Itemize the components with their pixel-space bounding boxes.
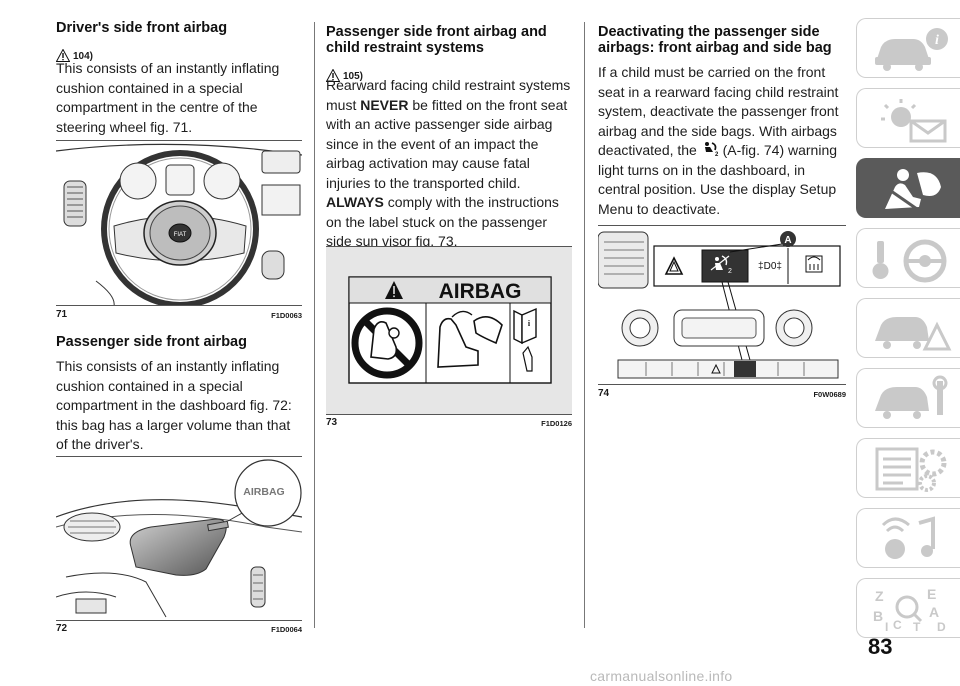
- multimedia-icon: [881, 516, 935, 559]
- para-passenger-airbag: This consists of an instantly inflating …: [56, 358, 292, 452]
- page-number: 83: [868, 634, 893, 659]
- warning-ref-104: 104): [56, 42, 93, 62]
- car-wrench-icon: [875, 375, 948, 419]
- figure-number: 71: [56, 309, 68, 320]
- svg-text:B: B: [873, 608, 883, 624]
- airbag-label: AIRBAG: [243, 486, 284, 498]
- tab-multimedia[interactable]: [856, 508, 960, 568]
- tab-lights-messages[interactable]: [856, 88, 960, 148]
- footer-watermark[interactable]: carmanualsonline.info: [590, 668, 733, 684]
- tab-technical-data[interactable]: [856, 438, 960, 498]
- svg-text:T: T: [913, 620, 921, 633]
- keyword-never: NEVER: [360, 96, 409, 113]
- svg-text:E: E: [927, 586, 936, 602]
- tab-index[interactable]: Z E B A I C T D: [856, 578, 960, 638]
- svg-text:2: 2: [715, 152, 719, 157]
- svg-text:A: A: [929, 604, 939, 620]
- svg-text:Z: Z: [875, 588, 884, 604]
- svg-text:i: i: [528, 319, 531, 328]
- figure-74: 2 ‡D0‡ A 74 F0W0689: [598, 225, 846, 407]
- heading-deactivating-airbags: Deactivating the passenger side airbags:…: [598, 24, 832, 56]
- svg-text:C: C: [893, 618, 902, 632]
- column-divider: [314, 22, 315, 628]
- figure-73: AIRBAG i 73 F1D0126: [326, 246, 572, 428]
- figure-71: FIAT 71 F1D0063: [56, 140, 302, 320]
- para-child-restraint: Rearward facing child restraint systems …: [326, 77, 571, 249]
- keyword-always: ALWAYS: [326, 194, 384, 210]
- list-gear-icon: [875, 447, 947, 492]
- figure-code: F1D0126: [541, 419, 572, 428]
- callout-a: A: [784, 235, 791, 246]
- airbag-warning-label-illustration: AIRBAG i: [326, 247, 572, 414]
- figure-code: F0W0689: [813, 390, 846, 399]
- seat-airbag-icon: [885, 169, 941, 211]
- figure-number: 72: [56, 623, 68, 634]
- warning-triangle-icon: [326, 69, 340, 82]
- figure-code: F1D0064: [271, 625, 302, 634]
- car-emergency-icon: [875, 317, 952, 351]
- warning-ref-105: 105): [326, 62, 363, 82]
- svg-text:i: i: [935, 33, 939, 48]
- figure-code: F1D0063: [271, 311, 302, 320]
- dashboard-airbag-illustration: AIRBAG: [56, 457, 302, 620]
- svg-text:D: D: [937, 620, 946, 633]
- airbag-off-warning-icon: 2: [704, 142, 719, 158]
- tab-maintenance[interactable]: [856, 368, 960, 428]
- svg-text:2: 2: [728, 268, 732, 275]
- column-divider: [584, 22, 585, 628]
- para-deactivating-airbags: If a child must be carried on the front …: [598, 64, 839, 217]
- key-steering-icon: [872, 239, 947, 283]
- figure-72: AIRBAG 72 F1D0064: [56, 456, 302, 634]
- heading-driver-airbag: Driver's side front airbag: [56, 20, 228, 36]
- figure-number: 74: [598, 388, 610, 399]
- lights-envelope-icon: [881, 99, 947, 143]
- car-info-icon: i: [875, 28, 948, 71]
- svg-text:I: I: [885, 620, 888, 633]
- para-driver-airbag: This consists of an instantly inflating …: [56, 60, 280, 135]
- alphabet-index-icon: Z E B A I C T D: [873, 586, 946, 633]
- svg-text:FIAT: FIAT: [174, 232, 187, 238]
- svg-text:‡D0‡: ‡D0‡: [758, 261, 782, 272]
- tab-safety[interactable]: [856, 158, 960, 218]
- label-airbag-text: AIRBAG: [439, 280, 522, 303]
- warning-triangle-icon: [56, 49, 70, 62]
- figure-number: 73: [326, 417, 338, 428]
- heading-passenger-airbag: Passenger side front airbag: [56, 334, 247, 350]
- tab-car-info[interactable]: i: [856, 18, 960, 78]
- steering-wheel-illustration: FIAT: [56, 141, 302, 306]
- heading-child-restraint: Passenger side front airbag and child re…: [326, 24, 547, 56]
- dashboard-buttons-illustration: 2 ‡D0‡ A: [598, 226, 846, 384]
- tab-emergency[interactable]: [856, 298, 960, 358]
- tab-starting-driving[interactable]: [856, 228, 960, 288]
